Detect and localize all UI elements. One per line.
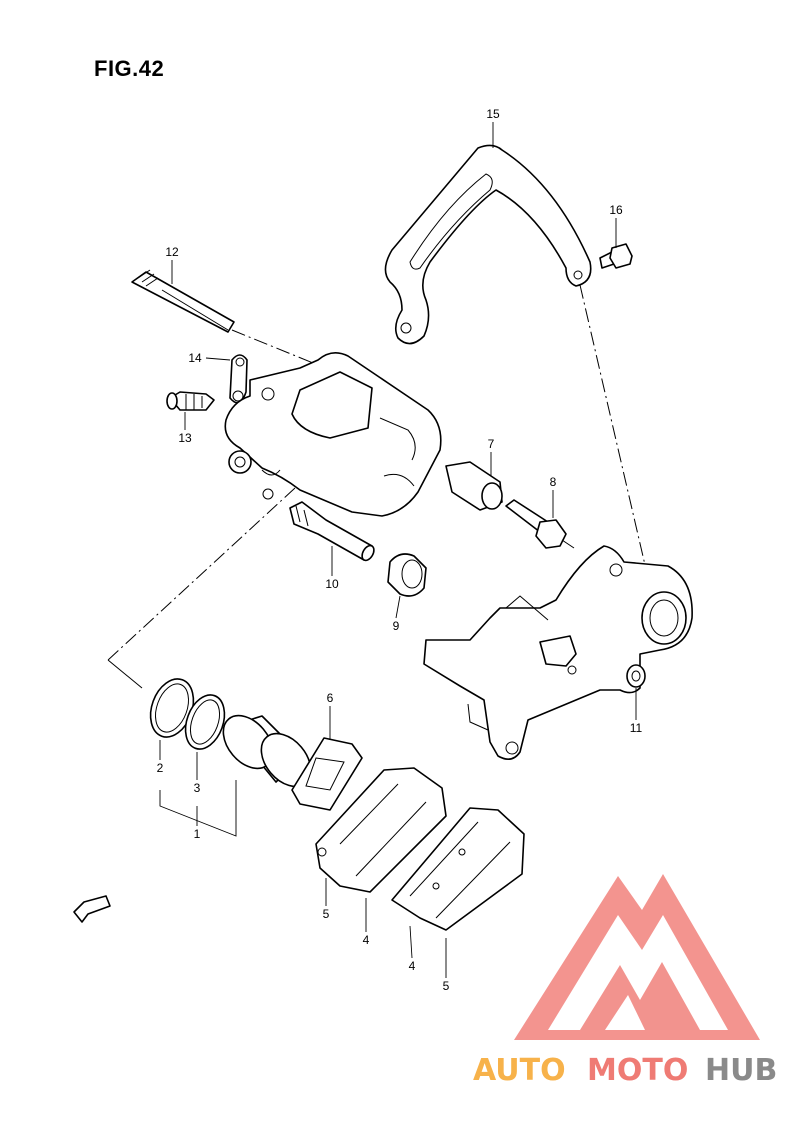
part-9-boot <box>387 553 427 597</box>
callout-8: 8 <box>550 475 557 489</box>
callout-6: 6 <box>327 691 334 705</box>
caliper-holder <box>423 545 693 760</box>
part-12-pin <box>131 269 235 333</box>
figure-title: FIG.42 <box>94 56 165 81</box>
watermark-auto: AUTO <box>473 1053 566 1088</box>
part-1-piston <box>222 714 312 788</box>
callout-13: 13 <box>178 431 192 445</box>
callout-numbers: 15 16 12 14 13 7 8 10 9 11 6 2 3 1 5 4 4… <box>157 107 643 993</box>
brake-pad-front <box>315 767 447 893</box>
leader-lines <box>159 122 637 978</box>
part-15-bracket <box>384 144 592 345</box>
part-6-shim <box>291 737 363 811</box>
part-10-slide-pin <box>289 501 375 562</box>
callout-7: 7 <box>488 437 495 451</box>
part-14-clip <box>229 354 248 404</box>
callout-15: 15 <box>486 107 500 121</box>
watermark-hub: HUB <box>705 1053 777 1088</box>
callout-16: 16 <box>609 203 623 217</box>
brake-pad-rear <box>391 807 525 931</box>
watermark-logo <box>514 874 760 1040</box>
fwd-label: FWD <box>86 903 103 915</box>
callout-1: 1 <box>194 827 201 841</box>
callout-5-a: 5 <box>323 907 330 921</box>
callout-4-a: 4 <box>363 933 370 947</box>
part-2-seal <box>149 678 195 738</box>
watermark-wordmark: AUTO MOTO HUB <box>473 1053 777 1088</box>
callout-3: 3 <box>194 781 201 795</box>
callout-10: 10 <box>325 577 339 591</box>
part-8-bolt <box>505 499 575 549</box>
part-3-seal <box>184 694 226 750</box>
callout-4-b: 4 <box>409 959 416 973</box>
callout-9: 9 <box>393 619 400 633</box>
callout-5-b: 5 <box>443 979 450 993</box>
callout-2: 2 <box>157 761 164 775</box>
callout-14: 14 <box>188 351 202 365</box>
part-13-bleeder <box>166 391 215 411</box>
watermark-moto: MOTO <box>587 1053 688 1088</box>
callout-11: 11 <box>630 721 643 735</box>
callout-12: 12 <box>165 245 179 259</box>
caliper-body <box>224 352 442 517</box>
assembly-lines <box>107 284 646 689</box>
fwd-arrow-badge: FWD <box>73 895 111 923</box>
part-7-sleeve <box>445 461 503 511</box>
part-16-bolt <box>599 243 633 269</box>
part-11-boot <box>626 664 646 688</box>
